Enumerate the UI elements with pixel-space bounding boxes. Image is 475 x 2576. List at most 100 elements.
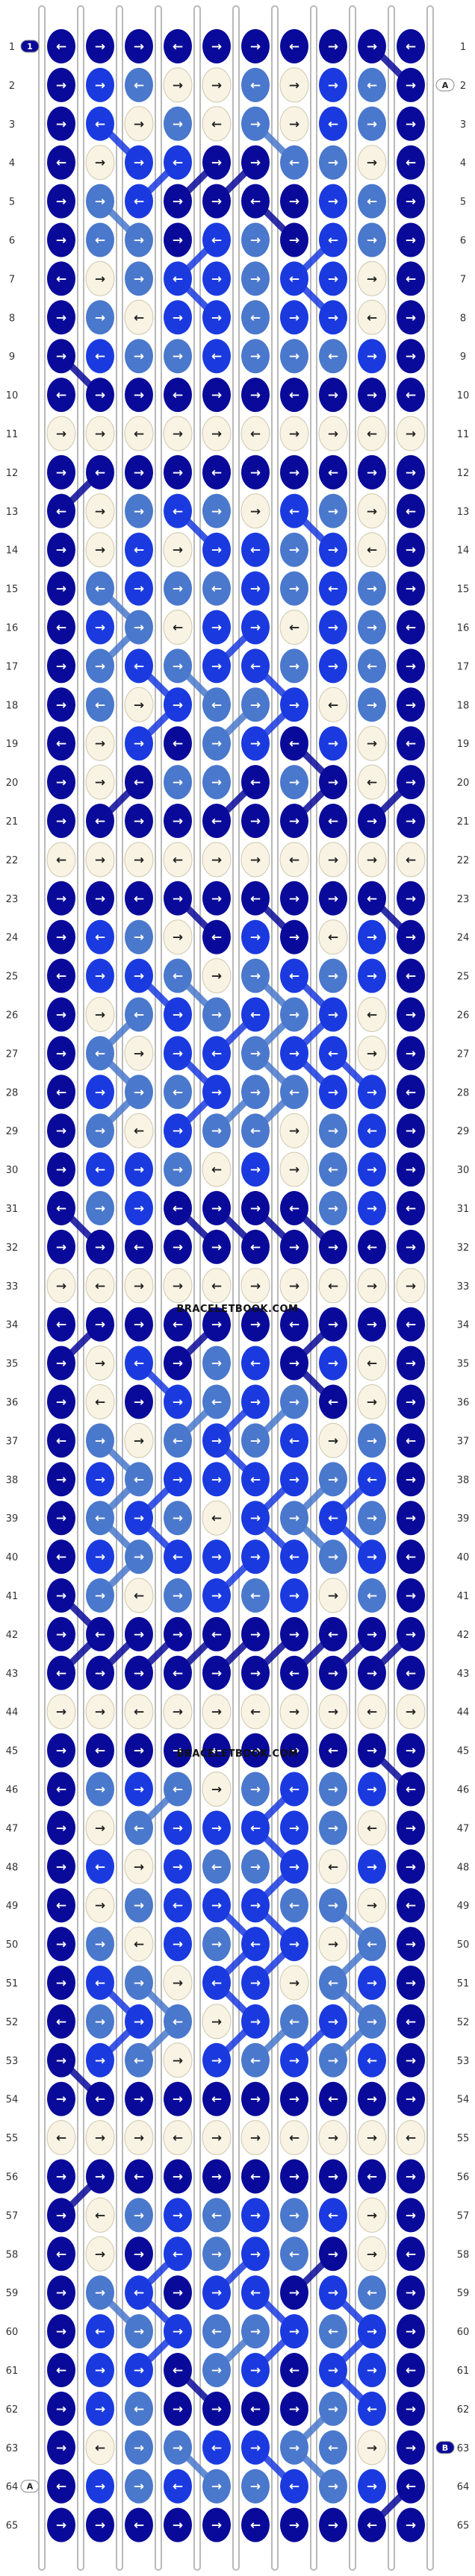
knot	[86, 958, 114, 993]
knot-arrow: →	[211, 1085, 222, 1100]
knot-arrow: →	[406, 1163, 416, 1178]
knot	[280, 1578, 308, 1613]
knot	[396, 1694, 426, 1730]
knot	[357, 299, 387, 335]
knot-arrow: →	[328, 1357, 338, 1372]
knot-arrow: →	[250, 698, 261, 713]
knot-arrow: →	[134, 1783, 144, 1798]
knot	[397, 184, 425, 219]
knot-arrow: →	[289, 1976, 299, 1991]
knot	[125, 1075, 153, 1110]
knot	[125, 184, 153, 219]
knot-arrow: →	[134, 853, 144, 868]
row-number-right: 8	[460, 313, 466, 324]
knot	[280, 571, 308, 606]
knot-arrow: →	[173, 2092, 183, 2107]
knot	[125, 1772, 153, 1807]
knot	[47, 2236, 75, 2272]
knot	[241, 1578, 270, 1613]
knot-arrow: ←	[95, 698, 105, 713]
knot	[358, 1927, 386, 1962]
knot-arrow: →	[406, 2325, 416, 2339]
knot	[125, 881, 153, 916]
knot	[164, 1655, 192, 1690]
knot	[202, 881, 231, 916]
knot-arrow: →	[95, 1434, 105, 1448]
knot	[357, 1345, 387, 1381]
knot-arrow: ←	[173, 1666, 183, 1681]
knot	[358, 1307, 386, 1342]
knot-arrow: →	[95, 969, 105, 984]
knot-arrow: ←	[367, 543, 377, 558]
knot-arrow: →	[95, 892, 105, 907]
knot-arrow: ←	[406, 1201, 416, 1216]
knot-arrow: ←	[211, 931, 222, 945]
knot-arrow: →	[328, 1821, 338, 1836]
knot	[46, 1694, 76, 1730]
knot-arrow: →	[56, 1008, 66, 1023]
row-number-left: 5	[9, 197, 15, 208]
knot	[358, 67, 386, 102]
knot	[202, 2314, 231, 2349]
knot-arrow: →	[367, 2325, 377, 2339]
knot-arrow: →	[406, 1744, 416, 1759]
knot	[85, 1345, 115, 1381]
knot-arrow: ←	[173, 1434, 183, 1448]
knot-arrow: →	[211, 1783, 222, 1798]
knot	[279, 842, 309, 878]
knot-arrow: ←	[289, 1434, 299, 1448]
knot-arrow: →	[250, 814, 261, 829]
knot	[241, 67, 270, 102]
knot-arrow: ←	[95, 234, 105, 248]
knot-arrow: →	[95, 1201, 105, 1216]
knot-arrow: ←	[56, 1783, 66, 1798]
knot	[241, 765, 270, 800]
knot-arrow: ←	[289, 1085, 299, 1100]
knot	[125, 2275, 153, 2310]
knot-arrow: →	[56, 1628, 66, 1642]
knot	[47, 765, 75, 800]
row-number-right: 20	[457, 778, 470, 789]
knot-arrow: →	[367, 349, 377, 364]
knot	[397, 1191, 425, 1225]
knot-arrow: →	[211, 195, 222, 210]
knot	[124, 1848, 154, 1884]
knot	[357, 842, 387, 878]
knot-arrow: →	[211, 2286, 222, 2301]
knot	[164, 1191, 192, 1225]
row-number-right: 45	[457, 1746, 470, 1757]
knot	[47, 2391, 75, 2426]
row-number-left: 61	[6, 2366, 19, 2377]
knot	[47, 804, 75, 838]
knot-arrow: →	[406, 234, 416, 248]
knot	[397, 1616, 425, 1651]
knot-grid: ← → → ← → → ← → → ← → → ← → → ← → → ← → → ← → → ← → → ← → → ← → → ← → → ← → → ←…	[46, 29, 426, 2542]
knot-arrow: →	[134, 1744, 144, 1759]
knot-arrow: →	[173, 1279, 183, 1294]
knot-arrow: ←	[56, 388, 66, 403]
knot	[319, 2353, 347, 2387]
knot-arrow: ←	[95, 466, 105, 481]
knot-arrow: →	[211, 2402, 222, 2417]
knot-arrow: →	[367, 2131, 377, 2146]
row-number-left: 55	[6, 2133, 19, 2145]
knot-arrow: →	[289, 466, 299, 481]
knot-arrow: ←	[289, 1550, 299, 1565]
knot	[397, 493, 425, 528]
knot	[397, 648, 425, 684]
knot	[202, 842, 232, 878]
knot-arrow: →	[406, 775, 416, 790]
knot-arrow: ←	[95, 1395, 105, 1410]
knot-arrow: →	[406, 1124, 416, 1139]
knot	[47, 1075, 75, 1110]
knot	[125, 2081, 153, 2116]
knot-arrow: ←	[367, 1008, 377, 1023]
knot	[319, 958, 347, 993]
row-number-left: 33	[6, 1281, 19, 1292]
knot	[202, 2391, 231, 2426]
knot	[280, 2275, 308, 2310]
knot	[280, 919, 308, 954]
knot	[241, 2081, 270, 2116]
knot-arrow: ←	[250, 775, 261, 790]
knot-arrow: ←	[406, 1085, 416, 1100]
